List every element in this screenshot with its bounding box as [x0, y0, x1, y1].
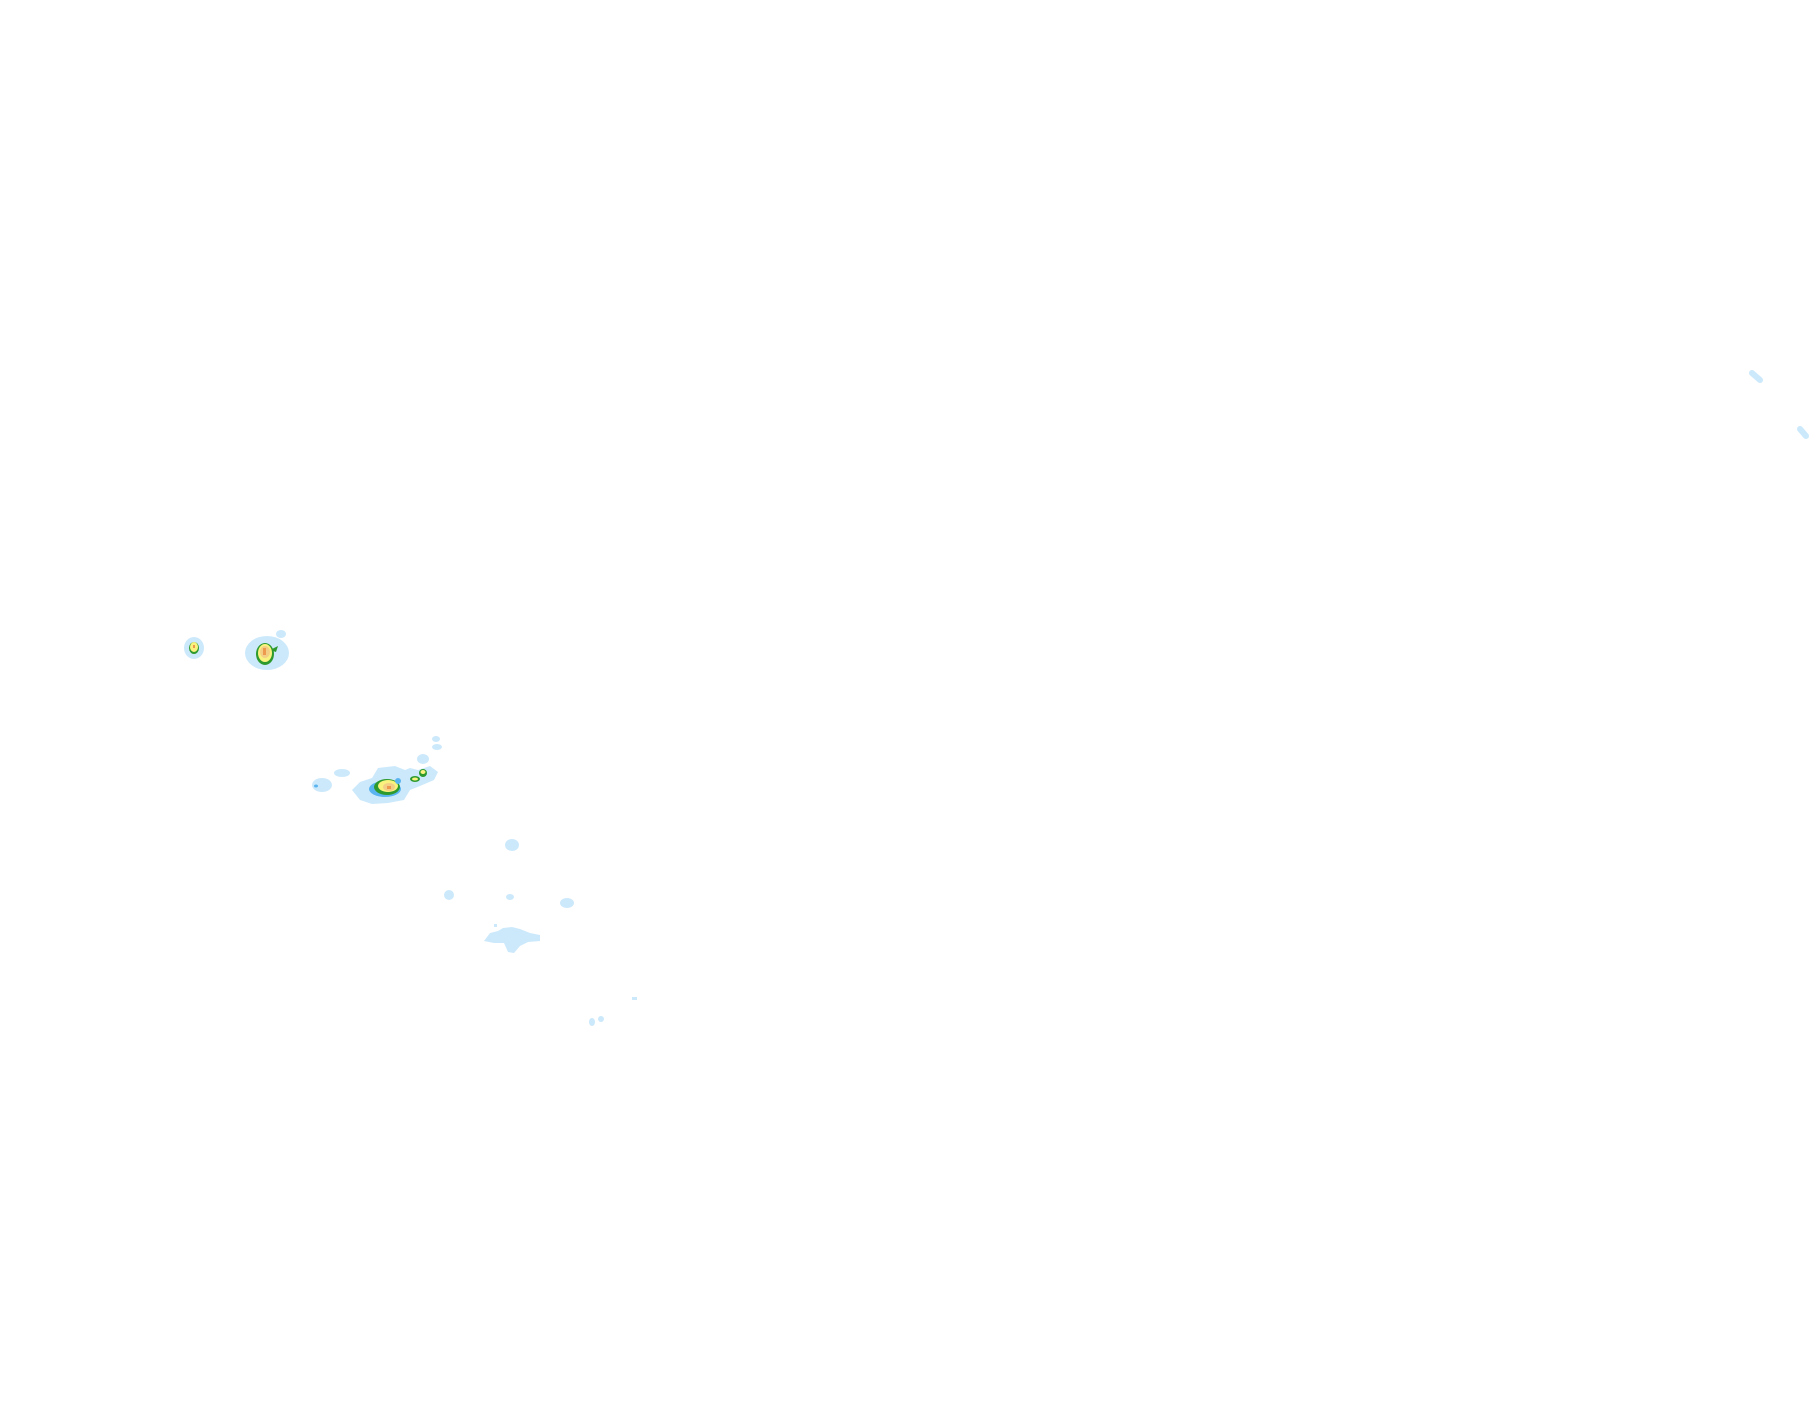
- precip-core: [395, 778, 401, 784]
- precip-cell: [334, 769, 350, 777]
- precip-core: [270, 646, 278, 652]
- precip-cell: [589, 1018, 595, 1026]
- precip-cell: [417, 754, 429, 764]
- precip-cell: [632, 997, 637, 1000]
- light-precip: [184, 370, 1809, 1026]
- precip-core: [420, 770, 426, 774]
- precip-cell: [1797, 426, 1809, 439]
- precip-cell: [276, 630, 286, 638]
- precip-core: [193, 645, 195, 648]
- precip-cell: [560, 898, 574, 908]
- precip-core: [263, 648, 266, 655]
- precip-cell: [598, 1016, 604, 1022]
- precip-cell: [484, 927, 540, 953]
- precip-cell: [494, 924, 497, 927]
- precip-cell: [506, 894, 514, 900]
- precip-cell: [432, 736, 440, 742]
- precip-cell: [505, 839, 519, 851]
- precip-cell: [312, 778, 332, 792]
- precip-cell: [432, 744, 442, 750]
- precip-core: [314, 784, 318, 788]
- precip-cell: [444, 890, 454, 900]
- precip-cell: [1749, 370, 1763, 383]
- precip-core: [412, 777, 418, 781]
- precip-core: [387, 786, 391, 789]
- moderate-precip: [189, 642, 427, 797]
